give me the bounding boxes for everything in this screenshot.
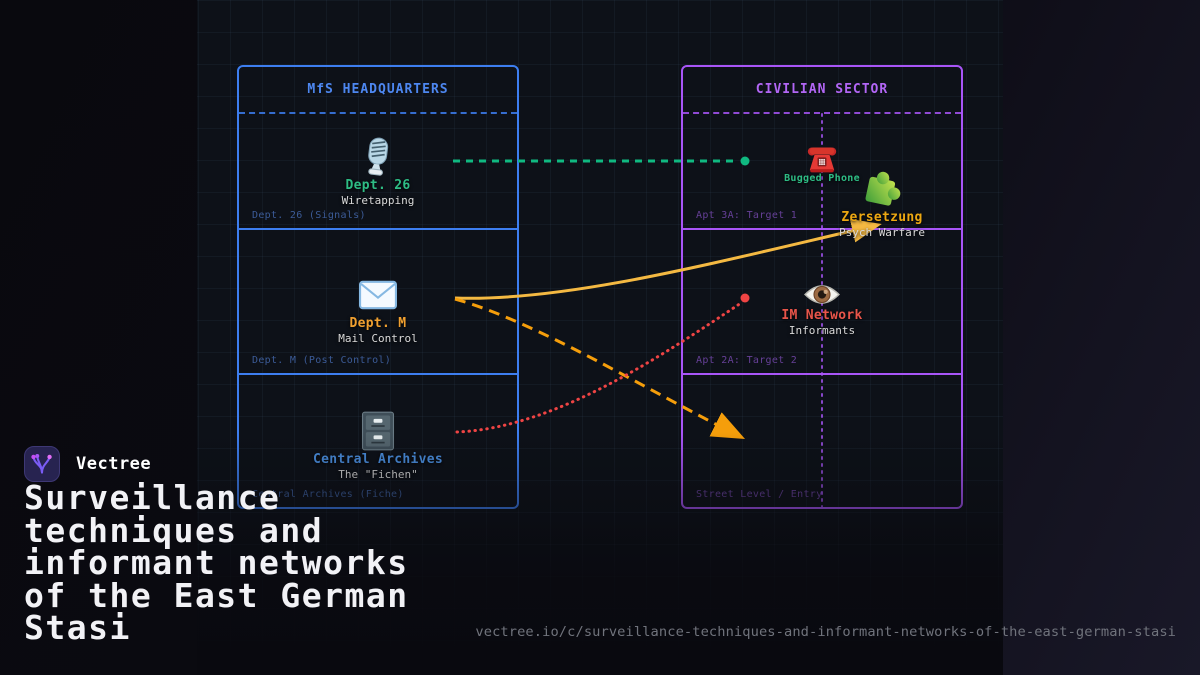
- envelope-icon: [359, 280, 397, 310]
- page-url: vectree.io/c/surveillance-techniques-and…: [475, 624, 1176, 640]
- node-subtitle: Wiretapping: [341, 194, 415, 207]
- node-name: Dept. M: [349, 316, 407, 331]
- node-subtitle: The "Fichen": [338, 468, 418, 481]
- node-subtitle: Informants: [788, 324, 856, 337]
- node-name: Dept. 26: [345, 178, 411, 193]
- brand: Vectree: [24, 446, 151, 482]
- node-zersetzung: Zersetzung Psych Warfare: [792, 166, 972, 239]
- eye-icon: [803, 285, 841, 304]
- microphone-icon: [368, 137, 389, 176]
- node-name: Zersetzung: [841, 210, 923, 225]
- node-name: Central Archives: [312, 452, 444, 467]
- node-im-network: IM Network Informants: [732, 281, 912, 337]
- node-name: IM Network: [781, 308, 863, 323]
- puzzle-icon: [865, 171, 901, 206]
- node-dept-26: Dept. 26 Wiretapping: [288, 136, 468, 207]
- edge-street-line: [454, 297, 746, 440]
- brand-name: Vectree: [76, 454, 152, 474]
- node-dept-m: Dept. M Mail Control: [288, 280, 468, 345]
- node-subtitle: Mail Control: [338, 332, 418, 345]
- page-title: Surveillance techniques and informant ne…: [24, 478, 409, 647]
- edge-informant-line: [455, 301, 743, 434]
- vectree-logo-icon: [24, 446, 60, 482]
- node-subtitle: Psych Warfare: [838, 226, 926, 239]
- file-cabinet-icon: [361, 411, 395, 451]
- node-central-archives: Central Archives The "Fichen": [288, 410, 468, 481]
